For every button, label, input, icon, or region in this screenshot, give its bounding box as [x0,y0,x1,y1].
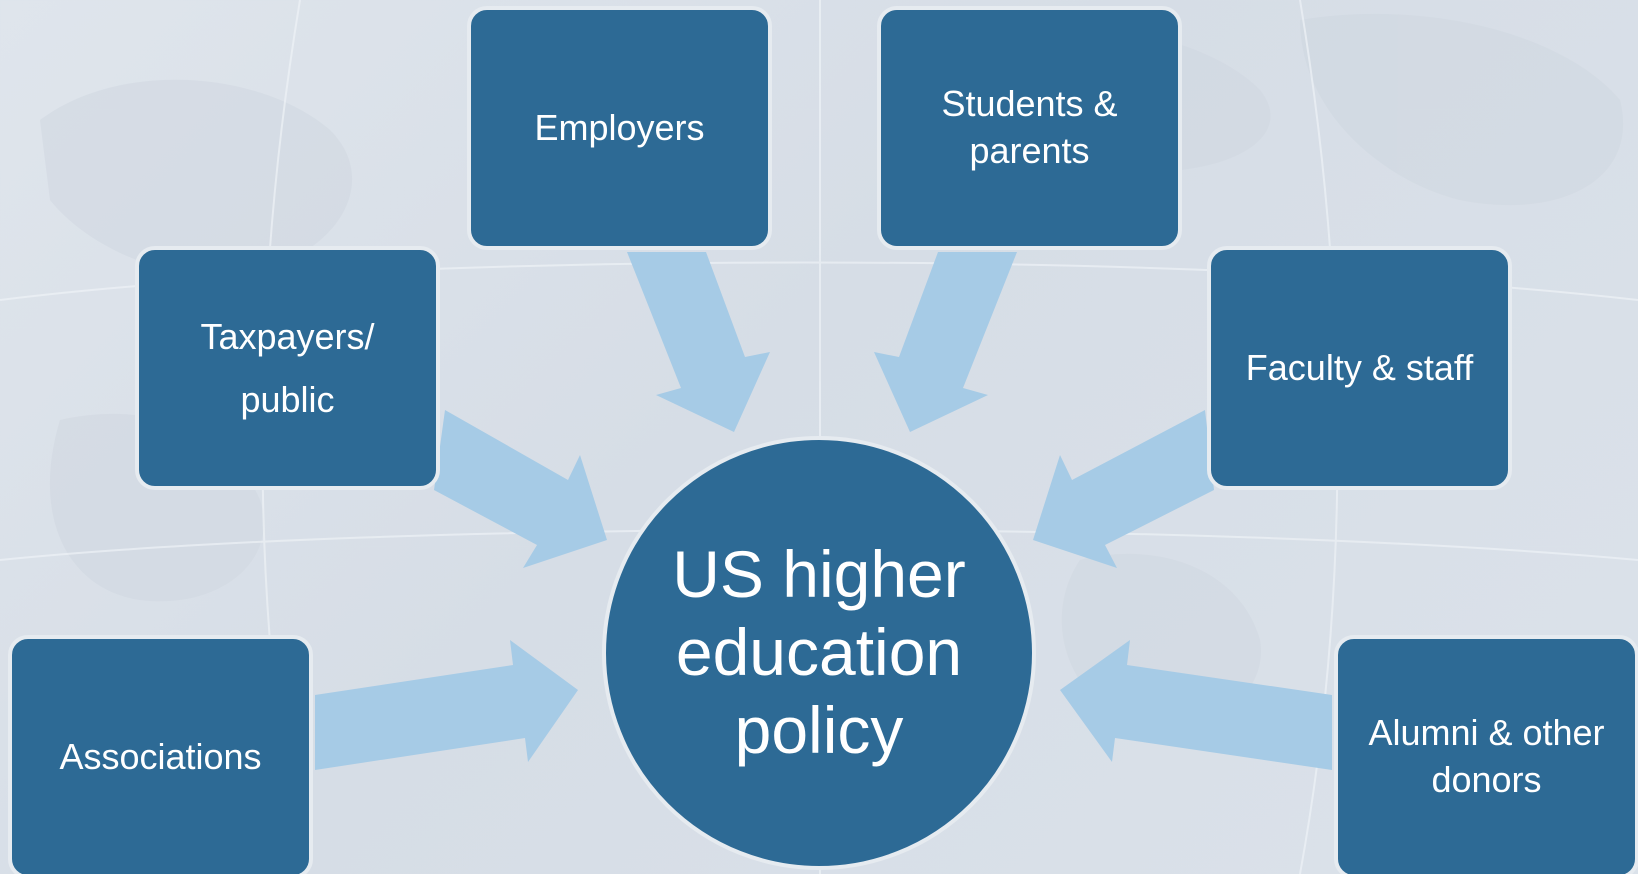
arrow-associations [315,640,578,770]
arrow-taxpayers [434,410,607,568]
faculty-staff-label: Faculty & staff [1245,346,1474,388]
arrow-students [874,252,1017,432]
arrow-alumni [1060,640,1332,770]
employers-label: Employers [534,106,705,148]
us-higher-education-policy-node: US higher education policy [602,436,1036,870]
alumni-donors-node: Alumni & other donors [1334,635,1638,874]
alumni-donors-label: Alumni & other donors [1368,712,1605,800]
students-parents-node: Students & parents [877,6,1182,250]
taxpayers-public-label: Taxpayers/ public [200,316,375,420]
center-label: US higher education policy [672,537,966,767]
employers-node: Employers [467,6,772,250]
arrow-faculty [1033,410,1214,568]
associations-node: Associations [8,635,313,874]
associations-label: Associations [59,735,262,777]
arrow-employers [627,252,770,432]
students-parents-label: Students & parents [941,83,1118,171]
faculty-staff-node: Faculty & staff [1207,246,1512,490]
taxpayers-public-node: Taxpayers/ public [135,246,440,490]
